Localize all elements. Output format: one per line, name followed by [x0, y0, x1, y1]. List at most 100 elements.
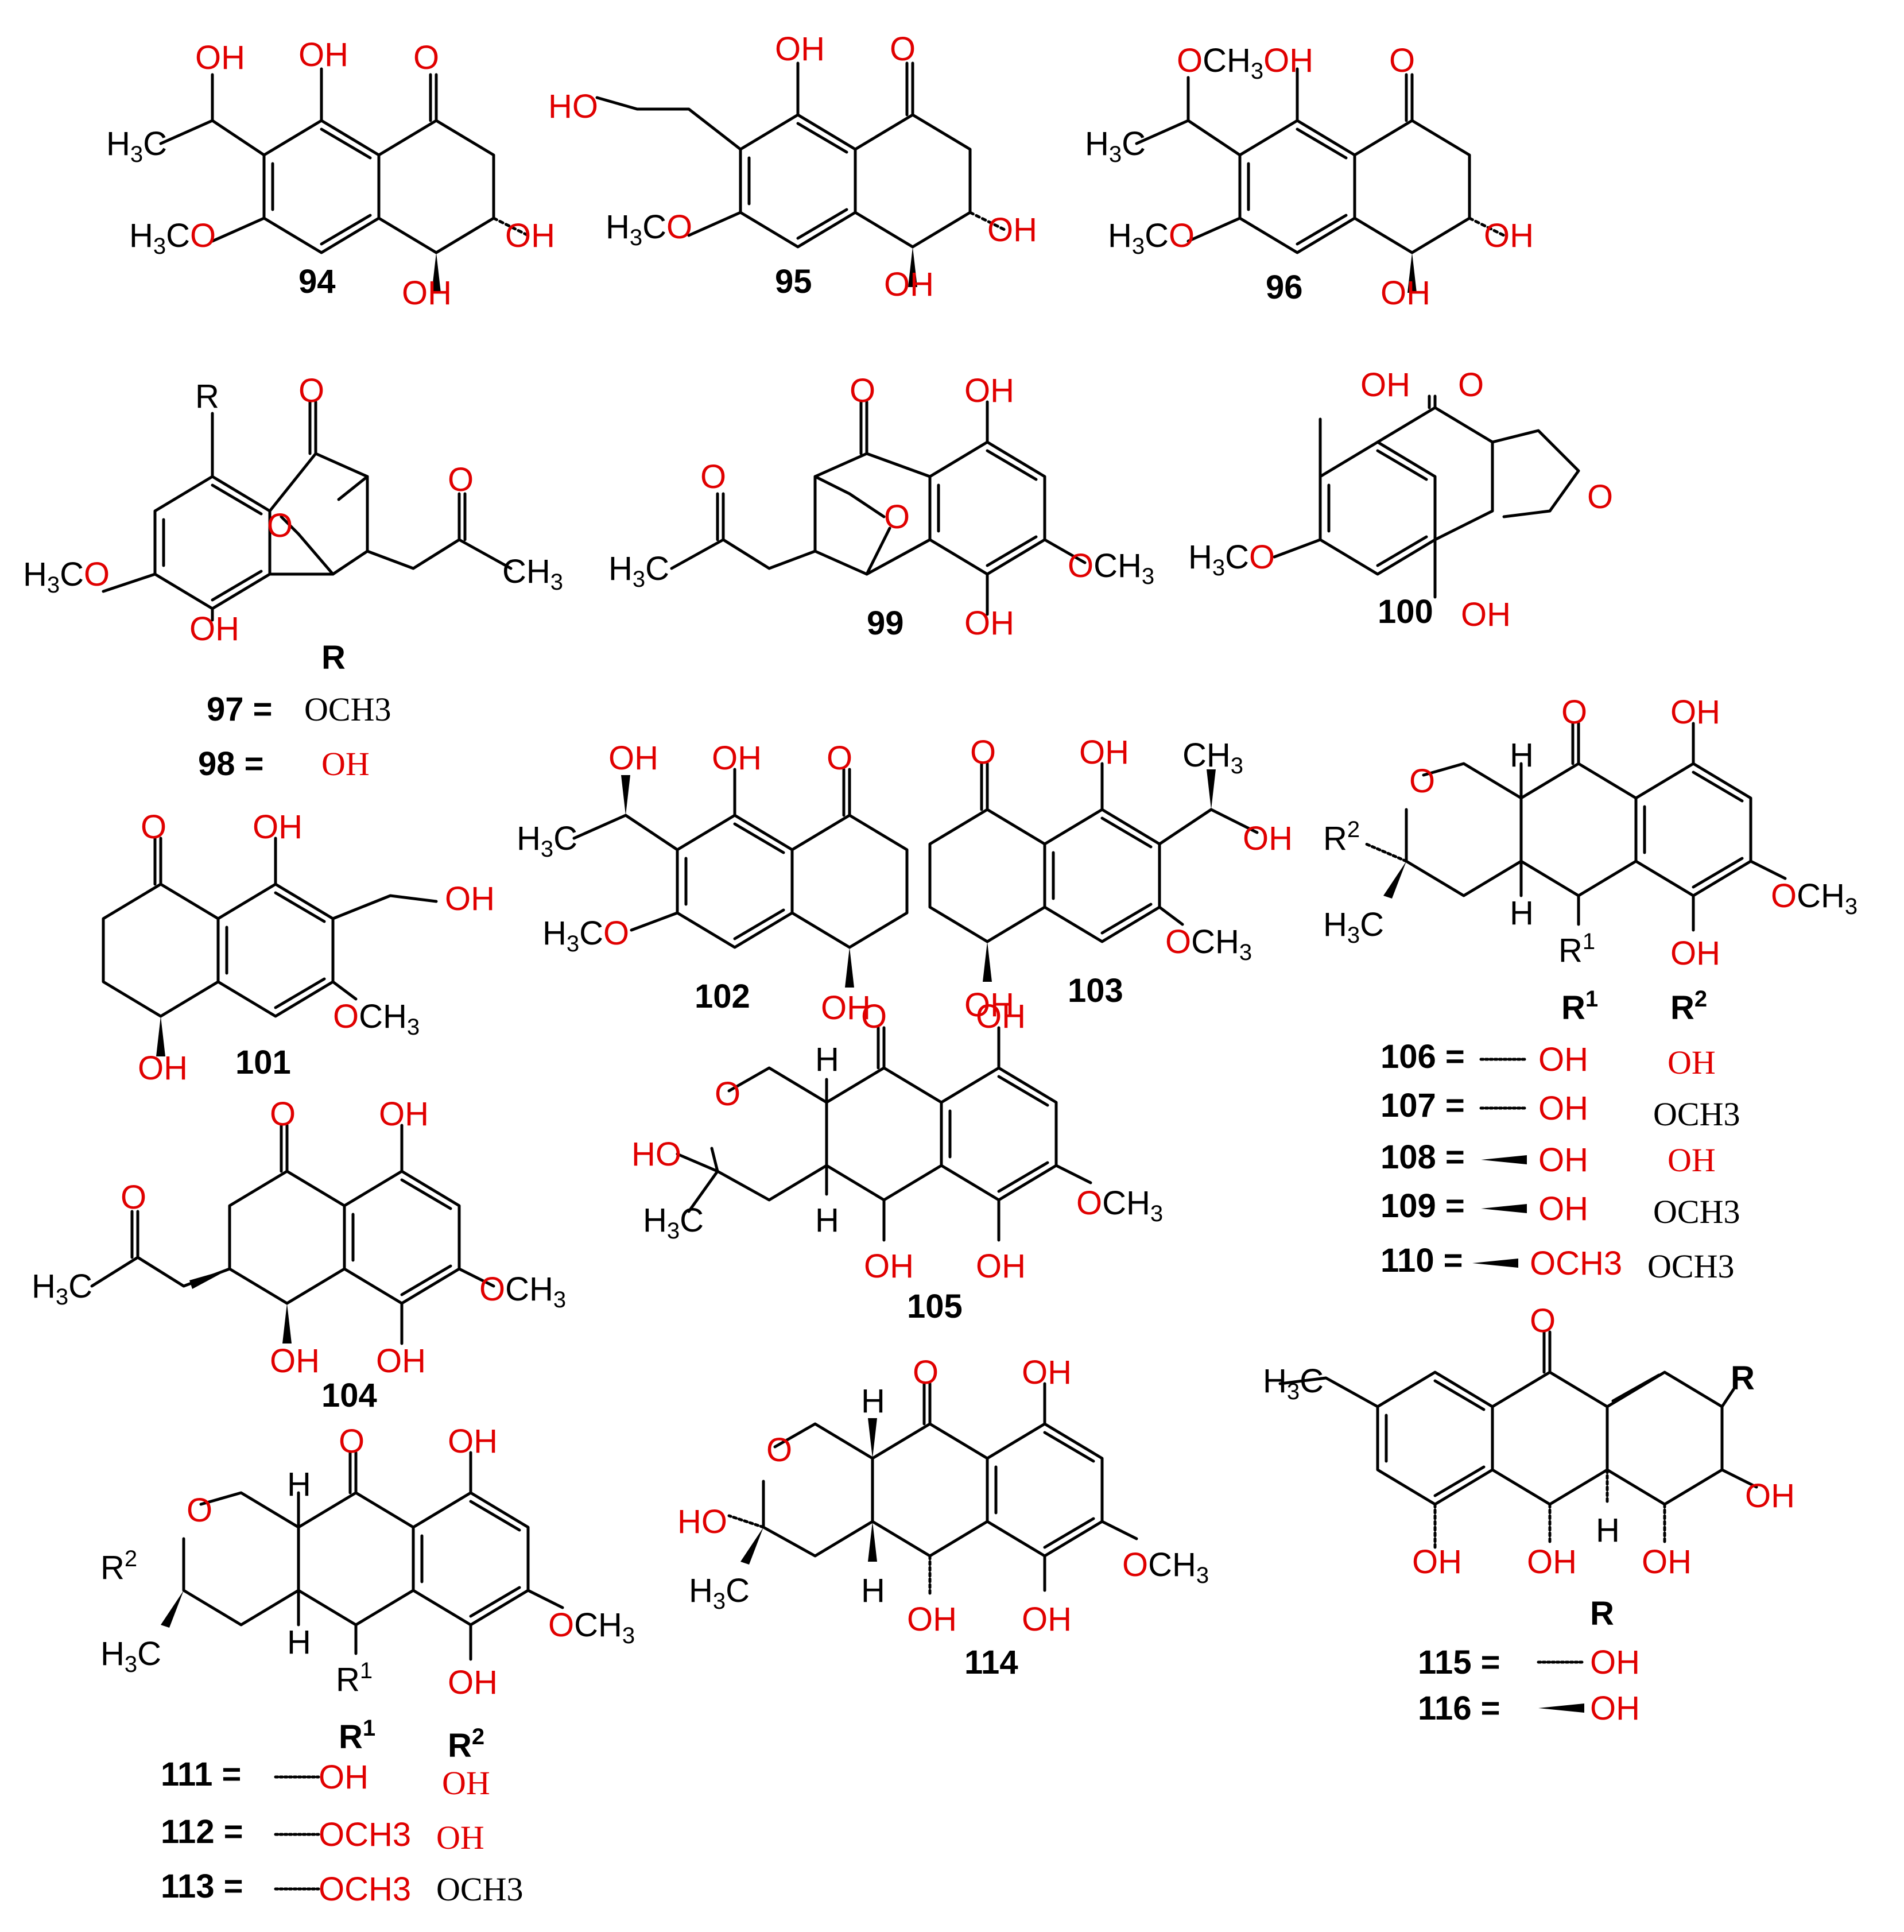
compound-number: 107 =	[1381, 1087, 1465, 1124]
compound-number: 95	[775, 263, 812, 300]
ring-o-label: O	[1587, 478, 1613, 516]
r-value: OH	[1590, 1690, 1640, 1727]
h3c-label: H3C	[32, 1268, 92, 1310]
compound-97-98: R O O O CH3 H3CO OH R 97 = OCH3 98 = OH	[23, 372, 563, 783]
r-label: R	[1731, 1360, 1755, 1397]
oh-label: OH	[448, 1664, 498, 1701]
h3c-label: H3C	[643, 1202, 704, 1244]
oh-label: OH	[1670, 935, 1720, 972]
och3-label: OCH3	[333, 998, 420, 1040]
ho-label: HO	[548, 88, 598, 125]
oxo-label: O	[970, 734, 996, 771]
h3co-label: H3CO	[542, 915, 629, 957]
r2-value: OH	[1668, 1141, 1716, 1179]
r1-value: OH	[1538, 1041, 1588, 1078]
h-label: H	[287, 1466, 311, 1503]
compound-number: 104	[321, 1377, 377, 1414]
r2-header: R2	[1670, 986, 1707, 1027]
oxo-label: O	[913, 1354, 939, 1391]
h3co-label: H3CO	[606, 208, 692, 250]
compound-number: 114	[964, 1644, 1018, 1681]
compound-114: O OH H O HO H3C H OCH3 OH OH 114	[677, 1354, 1209, 1681]
h3c-label: H3C	[517, 820, 577, 862]
h3c-label: H3C	[608, 550, 669, 592]
oxo-label: O	[827, 739, 852, 777]
oh-label: OH	[195, 39, 245, 76]
oxo-label: O	[121, 1179, 146, 1216]
substituent-value: OCH3	[304, 691, 391, 728]
oh-label: OH	[138, 1050, 188, 1087]
oh-label: OH	[189, 610, 239, 648]
r1-value: OH	[1538, 1141, 1588, 1179]
oh-label: OH	[448, 1423, 498, 1460]
compound-115-116: O H3C R OH H OH OH OH R 115 = OH 116 = O…	[1263, 1302, 1795, 1727]
h-label: H	[815, 1041, 839, 1078]
ring-o-label: O	[766, 1431, 792, 1469]
r2-value: OH	[1668, 1044, 1716, 1081]
compound-104: O OH O H3C OCH3 OH OH 104	[32, 1095, 566, 1414]
compound-number: 106 =	[1381, 1038, 1465, 1075]
r1-value: OH	[1538, 1190, 1588, 1228]
h3co-label: H3CO	[1188, 539, 1275, 580]
oh-label: OH	[964, 986, 1014, 1024]
h-label: H	[815, 1202, 839, 1239]
r2-header: R2	[448, 1724, 484, 1764]
oh-label: OH	[505, 217, 555, 254]
h3c-label: H3C	[100, 1635, 161, 1677]
compound-number: 116 =	[1418, 1690, 1500, 1727]
r1-value: OH	[1538, 1090, 1588, 1127]
oh-label: OH	[402, 274, 452, 312]
ho-label: HO	[631, 1136, 681, 1173]
compound-number: 109 =	[1381, 1187, 1465, 1225]
r1-header: R1	[1561, 986, 1598, 1027]
oxo-label: O	[850, 372, 875, 409]
oh-label: OH	[712, 739, 762, 777]
oh-label: OH	[976, 998, 1026, 1035]
r2-value: OCH3	[436, 1871, 523, 1908]
oh-label: OH	[1022, 1354, 1072, 1391]
h3c-label: H3C	[1263, 1362, 1324, 1404]
compound-number: 108 =	[1381, 1139, 1465, 1176]
compound-105: O OH H O HO H3C H OCH3 OH OH 105	[631, 998, 1163, 1325]
r-value: OH	[1590, 1644, 1640, 1681]
oh-label: OH	[1022, 1601, 1072, 1638]
oh-label: OH	[1381, 274, 1430, 312]
r2-value: OCH3	[1653, 1193, 1740, 1230]
oxo-label: O	[1530, 1302, 1556, 1339]
r1-value: OCH3	[1530, 1245, 1622, 1282]
oh-label: OH	[1461, 596, 1511, 633]
compound-number: 94	[298, 263, 336, 300]
oxo-label: O	[339, 1423, 364, 1460]
r2-label: R2	[100, 1546, 137, 1586]
r2-value: OH	[436, 1819, 484, 1856]
r1-header: R1	[339, 1716, 375, 1756]
och3-label: OCH3OH	[1177, 42, 1313, 84]
r1-value: OCH3	[319, 1871, 411, 1908]
oh-label: OH	[379, 1095, 429, 1133]
och3-label: OCH3	[548, 1606, 635, 1648]
och3-label: OCH3	[1122, 1546, 1209, 1588]
och3-label: OCH3	[1076, 1184, 1163, 1226]
oh-label: OH	[1745, 1477, 1795, 1515]
och3-label: OCH3	[1771, 877, 1858, 919]
compound-number: 111 =	[161, 1756, 241, 1793]
r2-value: OCH3	[1653, 1095, 1740, 1133]
oh-label: OH	[884, 266, 934, 303]
compound-number: 112 =	[161, 1813, 243, 1850]
oh-label: OH	[1412, 1543, 1462, 1581]
oh-label: OH	[864, 1248, 914, 1285]
och3-label: OCH3	[1165, 923, 1252, 965]
compound-number: 115 =	[1418, 1644, 1500, 1681]
h-label: H	[287, 1624, 311, 1661]
oh-label: OH	[445, 880, 495, 917]
compound-number: 101	[235, 1044, 291, 1081]
oxo-label: O	[890, 30, 916, 68]
och3-label: OCH3	[1068, 547, 1154, 589]
r-label: R	[195, 378, 219, 415]
oxo-label: O	[141, 808, 166, 846]
r2-value: OH	[442, 1764, 490, 1802]
oxo-label: O	[413, 39, 439, 76]
h-label: H	[1510, 895, 1534, 932]
